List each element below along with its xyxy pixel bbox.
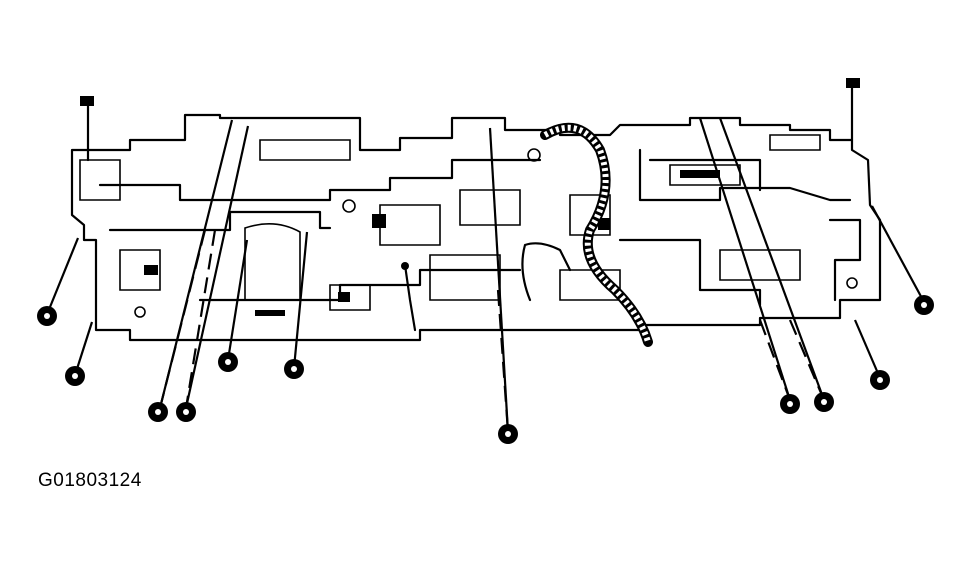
wiring-harness: [401, 122, 653, 347]
mounting-brackets: [80, 78, 860, 162]
figure-id-label: G01803124: [38, 470, 142, 491]
fasteners: [37, 295, 934, 444]
leader-lines: [46, 117, 925, 433]
dashed-leader-overlay: [158, 229, 826, 433]
panel-carrier-outline: [70, 113, 882, 342]
